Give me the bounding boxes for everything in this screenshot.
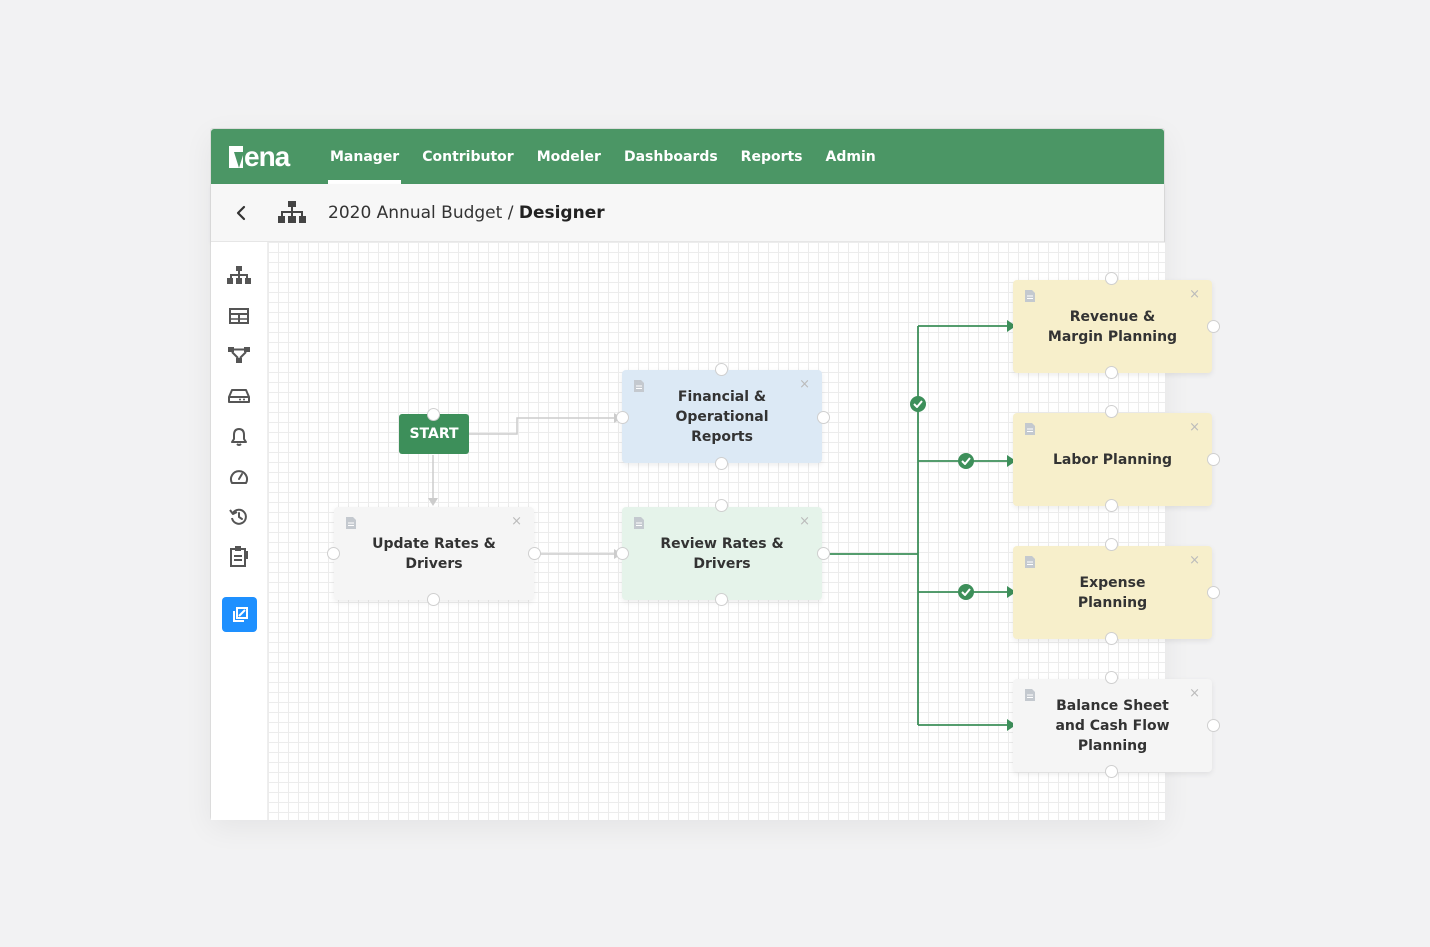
check-circle-icon xyxy=(910,396,926,412)
close-icon[interactable]: × xyxy=(1189,686,1200,701)
document-icon xyxy=(634,517,644,529)
node-label: Labor Planning xyxy=(1052,451,1172,468)
connection-port[interactable] xyxy=(1105,671,1118,684)
export-icon xyxy=(232,606,248,622)
connection-port[interactable] xyxy=(1207,586,1220,599)
node-label: Financial & Operational Reports xyxy=(675,388,769,445)
process-icon xyxy=(228,347,250,363)
export-tool-button[interactable] xyxy=(222,597,257,632)
connection-port[interactable] xyxy=(528,547,541,560)
document-icon xyxy=(1025,556,1035,568)
document-icon xyxy=(346,517,356,529)
connection-port[interactable] xyxy=(817,411,830,424)
document-icon xyxy=(1025,689,1035,701)
process-tool-button[interactable] xyxy=(227,343,251,367)
hierarchy-icon xyxy=(227,266,251,284)
breadcrumb-path[interactable]: 2020 Annual Budget / xyxy=(328,203,519,223)
document-icon xyxy=(634,380,644,392)
close-icon[interactable]: × xyxy=(1189,420,1200,435)
connection-port[interactable] xyxy=(616,411,629,424)
table-tool-button[interactable] xyxy=(227,304,251,328)
close-icon[interactable]: × xyxy=(799,514,810,529)
node-label: Expense Planning xyxy=(1077,574,1148,611)
check-circle-icon xyxy=(958,453,974,469)
history-icon xyxy=(229,508,247,525)
notifications-tool-button[interactable] xyxy=(227,425,251,449)
top-navigation-bar: ena Manager Contributor Modeler Dashboar… xyxy=(211,129,1164,184)
nav-contributor[interactable]: Contributor xyxy=(422,148,514,165)
connection-port[interactable] xyxy=(715,499,728,512)
connection-port[interactable] xyxy=(1105,366,1118,379)
nav-dashboards[interactable]: Dashboards xyxy=(623,148,718,165)
connection-port[interactable] xyxy=(715,593,728,606)
bell-icon xyxy=(231,428,247,446)
nav-reports[interactable]: Reports xyxy=(740,148,803,165)
close-icon[interactable]: × xyxy=(511,514,522,529)
clipboard-icon xyxy=(230,546,248,567)
drive-icon xyxy=(228,389,250,403)
page-header: 2020 Annual Budget / Designer xyxy=(211,184,1164,242)
connection-port[interactable] xyxy=(1207,719,1220,732)
connection-port[interactable] xyxy=(1105,272,1118,285)
close-icon[interactable]: × xyxy=(1189,553,1200,568)
connection-port[interactable] xyxy=(616,547,629,560)
nav-manager[interactable]: Manager xyxy=(328,129,402,184)
vena-logo-text: ena xyxy=(244,141,290,172)
connection-port[interactable] xyxy=(1105,538,1118,551)
start-node[interactable]: START xyxy=(399,414,469,454)
breadcrumb: 2020 Annual Budget / Designer xyxy=(328,201,605,225)
tasks-tool-button[interactable] xyxy=(227,544,251,568)
vena-logo[interactable]: ena xyxy=(229,141,290,172)
nav-admin[interactable]: Admin xyxy=(825,148,876,165)
hierarchy-icon xyxy=(278,201,306,223)
connection-port[interactable] xyxy=(1105,499,1118,512)
connection-port[interactable] xyxy=(1105,632,1118,645)
left-toolbar xyxy=(211,242,268,820)
check-circle-icon xyxy=(958,584,974,600)
update-rates-node[interactable]: × Update Rates & Drivers xyxy=(334,507,534,600)
connection-port[interactable] xyxy=(327,547,340,560)
close-icon[interactable]: × xyxy=(1189,287,1200,302)
main-nav: Manager Contributor Modeler Dashboards R… xyxy=(328,129,897,184)
close-icon[interactable]: × xyxy=(799,377,810,392)
storage-tool-button[interactable] xyxy=(227,384,251,408)
document-icon xyxy=(1025,423,1035,435)
connection-port[interactable] xyxy=(1207,453,1220,466)
review-rates-node[interactable]: × Review Rates & Drivers xyxy=(622,507,822,600)
dashboard-tool-button[interactable] xyxy=(227,465,251,489)
vena-logo-mark xyxy=(229,146,244,168)
node-label: Review Rates & Drivers xyxy=(660,535,784,572)
page-title: Designer xyxy=(518,203,605,223)
history-tool-button[interactable] xyxy=(227,505,251,529)
nav-modeler[interactable]: Modeler xyxy=(536,148,601,165)
labor-planning-node[interactable]: × Labor Planning xyxy=(1013,413,1212,506)
connection-port[interactable] xyxy=(427,593,440,606)
revenue-margin-node[interactable]: × Revenue & Margin Planning xyxy=(1013,280,1212,373)
connection-port[interactable] xyxy=(1105,765,1118,778)
back-button[interactable] xyxy=(231,201,251,225)
table-icon xyxy=(229,308,249,324)
expense-planning-node[interactable]: × Expense Planning xyxy=(1013,546,1212,639)
connection-port[interactable] xyxy=(817,547,830,560)
hierarchy-tool-button[interactable] xyxy=(227,264,251,288)
chevron-left-icon xyxy=(236,205,246,221)
financial-reports-node[interactable]: × Financial & Operational Reports xyxy=(622,370,822,463)
balance-sheet-node[interactable]: × Balance Sheet and Cash Flow Planning xyxy=(1013,679,1212,772)
connection-port[interactable] xyxy=(1207,320,1220,333)
connection-port[interactable] xyxy=(1105,405,1118,418)
node-label: Balance Sheet and Cash Flow Planning xyxy=(1055,697,1170,754)
gauge-icon xyxy=(230,470,248,484)
document-icon xyxy=(1025,290,1035,302)
node-label: Revenue & Margin Planning xyxy=(1047,308,1178,345)
connection-port[interactable] xyxy=(427,408,440,421)
connection-port[interactable] xyxy=(715,363,728,376)
connection-port[interactable] xyxy=(715,457,728,470)
node-label: Update Rates & Drivers xyxy=(372,535,496,572)
